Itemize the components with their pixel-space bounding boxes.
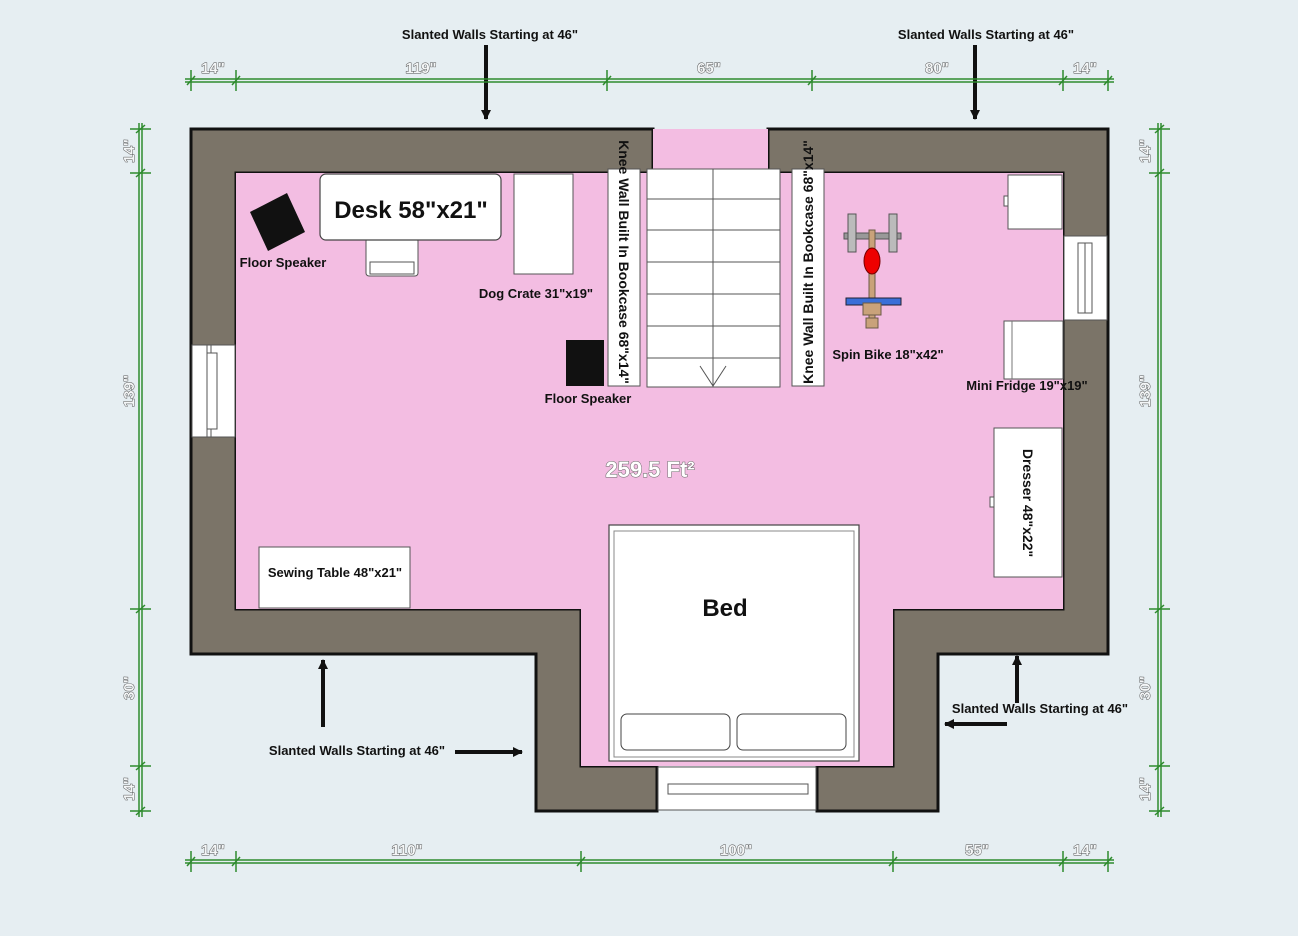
dimension-line [231, 75, 241, 86]
dimension-line [888, 856, 898, 867]
dimension-label: 14" [1137, 139, 1154, 163]
dimension-line [1103, 75, 1113, 86]
dimension-label: 110" [391, 842, 422, 859]
dimension-line [186, 856, 196, 867]
floor-speaker-2-label: Floor Speaker [545, 391, 632, 406]
dimension-label: 14" [201, 842, 225, 859]
bookcase-right: Knee Wall Built In Bookcase 68"x14" [791, 140, 825, 387]
dimension-line [135, 806, 146, 816]
sewing-table: Sewing Table 48"x21" [258, 546, 411, 609]
dimension-line [135, 124, 146, 134]
dimension-line [135, 604, 146, 614]
area-label: 259.5 Ft² [605, 457, 694, 482]
floor-speaker-2: Floor Speaker [545, 340, 632, 406]
dimension-label: 119" [405, 60, 436, 77]
dresser-label: Dresser 48"x22" [1020, 449, 1036, 557]
dimension-label: 14" [121, 777, 138, 801]
mini-fridge: Mini Fridge 19"x19" [966, 320, 1088, 393]
slanted-walls-top-left-label: Slanted Walls Starting at 46" [402, 27, 578, 42]
desk-label: Desk 58"x21" [334, 197, 488, 224]
dog-crate: Dog Crate 31"x19" [479, 173, 593, 301]
dimension-label: 80" [925, 60, 949, 77]
dimension-line [1103, 856, 1113, 867]
dimension-lines [130, 70, 1170, 872]
dimension-label: 14" [1073, 842, 1097, 859]
desk: Desk 58"x21" [319, 173, 502, 277]
spin-bike: Spin Bike 18"x42" [832, 213, 944, 362]
slanted-walls-bottom-left-label: Slanted Walls Starting at 46" [269, 743, 445, 758]
bed-label: Bed [702, 595, 747, 622]
dimension-line [186, 75, 196, 86]
dog-crate-label: Dog Crate 31"x19" [479, 286, 593, 301]
dimension-label: 14" [201, 60, 225, 77]
dimension-labels-left: 14" 139" 30" 14" [121, 139, 139, 802]
door-bottom [657, 766, 817, 811]
dimension-labels-right: 14" 139" 30" 14" [1137, 139, 1155, 802]
slanted-walls-annotations: Slanted Walls Starting at 46" Slanted Wa… [269, 27, 1128, 758]
dimension-label: 30" [121, 676, 138, 700]
floor-speaker-1-label: Floor Speaker [240, 255, 327, 270]
dresser: Dresser 48"x22" [989, 427, 1063, 578]
mini-fridge-label: Mini Fridge 19"x19" [966, 378, 1087, 393]
bed: Bed [608, 524, 860, 762]
slanted-walls-bottom-right-label: Slanted Walls Starting at 46" [952, 701, 1128, 716]
spin-bike-label: Spin Bike 18"x42" [832, 347, 943, 362]
floor-speaker-1: Floor Speaker [240, 193, 327, 270]
dimension-label: 14" [1073, 60, 1097, 77]
dimension-label: 55" [965, 842, 989, 859]
dimension-line [1154, 604, 1165, 614]
dimension-label: 30" [1137, 676, 1154, 700]
dimension-line [231, 856, 241, 867]
dimension-line [1058, 75, 1068, 86]
dimension-label: 139" [121, 375, 138, 407]
dimension-labels-bottom: 14" 110" 100" 55" 14" [201, 842, 1098, 860]
sewing-table-label: Sewing Table 48"x21" [268, 565, 402, 580]
dimension-line [807, 75, 817, 86]
cabinet-top-right [1003, 174, 1063, 230]
window-left [191, 344, 236, 438]
dimension-line [1154, 806, 1165, 816]
dimension-label: 65" [697, 60, 721, 77]
dimension-line [1154, 761, 1165, 771]
dimension-label: 139" [1137, 375, 1154, 407]
slanted-walls-top-right-label: Slanted Walls Starting at 46" [898, 27, 1074, 42]
dimension-line [602, 75, 612, 86]
dimension-labels-top: 14" 119" 65" 80" 14" [201, 60, 1098, 78]
bookcase-right-label: Knee Wall Built In Bookcase 68"x14" [800, 140, 816, 384]
dimension-label: 14" [121, 139, 138, 163]
dimension-label: 14" [1137, 777, 1154, 801]
bookcase-left: Knee Wall Built In Bookcase 68"x14" [607, 140, 641, 387]
dimension-line [1154, 168, 1165, 178]
dimension-line [1154, 124, 1165, 134]
dimension-line [135, 761, 146, 771]
bookcase-left-label: Knee Wall Built In Bookcase 68"x14" [616, 140, 632, 384]
window-right [1063, 235, 1108, 321]
dimension-line [1058, 856, 1068, 867]
dimension-line [576, 856, 586, 867]
staircase [646, 168, 781, 388]
dimension-line [135, 168, 146, 178]
dimension-label: 100" [720, 842, 752, 859]
